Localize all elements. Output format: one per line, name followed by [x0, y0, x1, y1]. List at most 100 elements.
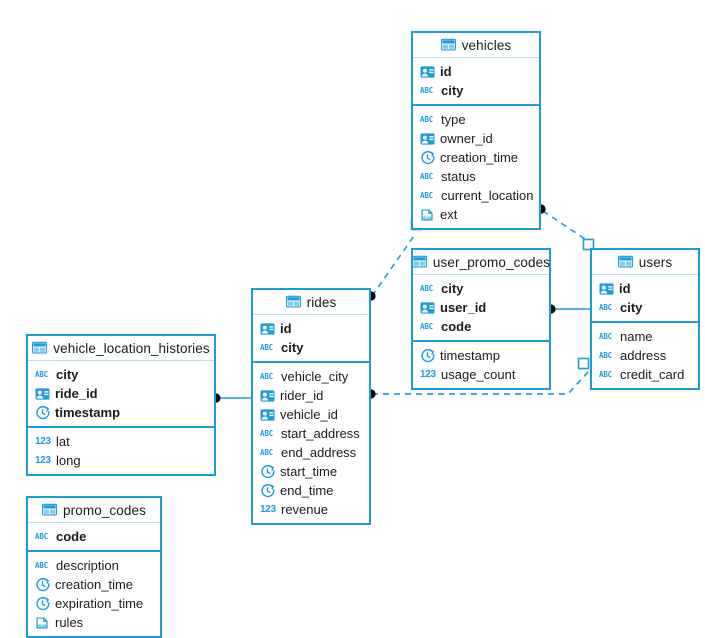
column-row[interactable]: vehicle_id — [253, 405, 369, 424]
column-row[interactable]: JSON ext — [413, 205, 539, 224]
column-label: revenue — [281, 502, 328, 517]
column-label: vehicle_id — [280, 407, 338, 422]
svg-text:JSON: JSON — [421, 215, 432, 220]
column-row[interactable]: id — [592, 279, 698, 298]
column-row[interactable]: creation_time — [413, 148, 539, 167]
abc-icon: ABC — [35, 531, 48, 541]
column-label: status — [441, 169, 476, 184]
clock-icon — [35, 577, 50, 592]
table-name: user_promo_codes — [432, 254, 551, 270]
id-card-icon — [35, 387, 50, 401]
table-header[interactable]: vehicles — [413, 33, 539, 58]
column-row[interactable]: owner_id — [413, 129, 539, 148]
column-row[interactable]: id — [413, 62, 539, 81]
column-row[interactable]: start_time — [253, 462, 369, 481]
column-row[interactable]: user_id — [413, 298, 549, 317]
column-label: start_time — [280, 464, 338, 479]
column-label: type — [441, 112, 466, 127]
edge-user-promo-codes-to-users — [546, 304, 591, 314]
column-row[interactable]: creation_time — [28, 575, 160, 594]
id-card-icon — [420, 301, 435, 315]
abc-icon: ABC — [420, 190, 433, 200]
abc-icon: ABC — [599, 302, 612, 312]
columns-section: timestamp 123 usage_count — [413, 342, 549, 388]
id-card-icon — [599, 282, 614, 296]
column-label: expiration_time — [55, 596, 144, 611]
table-grid-icon — [440, 38, 456, 52]
column-label: ext — [440, 207, 458, 222]
column-row[interactable]: 123 usage_count — [413, 365, 549, 384]
column-row[interactable]: rider_id — [253, 386, 369, 405]
column-row[interactable]: expiration_time — [28, 594, 160, 613]
column-label: owner_id — [440, 131, 493, 146]
table-header[interactable]: user_promo_codes — [411, 250, 551, 275]
table-name: rides — [306, 294, 337, 310]
column-row[interactable]: timestamp — [28, 403, 214, 422]
column-label: city — [281, 340, 304, 355]
column-label: rider_id — [280, 388, 324, 403]
clock-icon — [420, 348, 435, 363]
column-label: timestamp — [440, 348, 500, 363]
column-label: lat — [56, 434, 70, 449]
column-label: usage_count — [441, 367, 516, 382]
table-header[interactable]: users — [592, 250, 698, 275]
column-row[interactable]: end_time — [253, 481, 369, 500]
column-label: name — [620, 329, 653, 344]
column-label: city — [441, 83, 464, 98]
column-label: description — [56, 558, 119, 573]
column-label: id — [440, 64, 452, 79]
123-icon: 123 — [420, 368, 436, 380]
table-header[interactable]: rides — [253, 290, 369, 315]
column-label: vehicle_city — [281, 369, 349, 384]
123-icon: 123 — [35, 454, 51, 466]
table-header[interactable]: vehicle_location_histories — [28, 336, 214, 361]
column-row[interactable]: ride_id — [28, 384, 214, 403]
clock-icon — [35, 596, 50, 611]
column-row[interactable]: timestamp — [413, 346, 549, 365]
clock-icon — [260, 464, 275, 479]
abc-icon: ABC — [35, 369, 48, 379]
abc-icon: ABC — [420, 283, 433, 293]
column-label: address — [620, 348, 667, 363]
table-grid-icon — [411, 255, 427, 269]
table-header[interactable]: promo_codes — [28, 498, 160, 523]
id-card-icon — [260, 408, 275, 422]
table-name: vehicles — [461, 37, 512, 53]
column-row[interactable]: id — [253, 319, 369, 338]
